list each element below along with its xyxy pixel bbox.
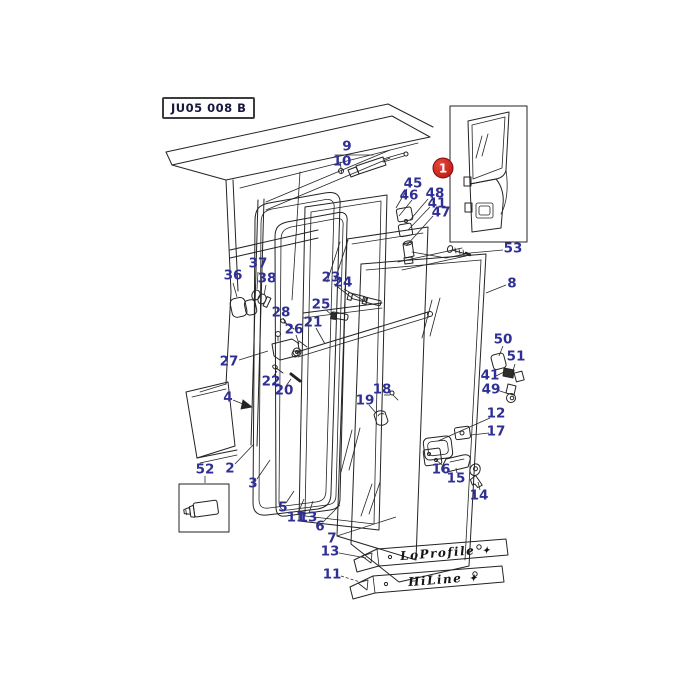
callout-11[interactable]: 11 (322, 566, 342, 583)
callout-51[interactable]: 51 (506, 348, 526, 365)
gas-strut (334, 151, 409, 178)
callout-8[interactable]: 8 (507, 275, 517, 292)
callout-13[interactable]: 13 (320, 543, 340, 560)
decal-strip-hiline: HiLine✦ (349, 565, 505, 600)
callout-23[interactable]: 23 (321, 269, 341, 286)
callout-7[interactable]: 7 (327, 530, 337, 547)
inset-box (449, 105, 528, 243)
callout-26[interactable]: 26 (284, 321, 304, 338)
callout-11[interactable]: 11 (286, 509, 306, 526)
callout-41[interactable]: 41 (480, 367, 500, 384)
callout-27[interactable]: 27 (219, 353, 239, 370)
callout-45[interactable]: 45 (403, 175, 423, 192)
callout-24[interactable]: 24 (333, 274, 353, 291)
callout-6[interactable]: 6 (315, 518, 325, 535)
callout-41[interactable]: 41 (427, 195, 447, 212)
callout-10[interactable]: 10 (332, 153, 352, 170)
tube-box (178, 483, 230, 533)
door-glass-full (350, 247, 487, 583)
callout-52[interactable]: 52 (195, 461, 215, 478)
door-seal-inner (274, 211, 348, 517)
door-seal-outer (252, 192, 341, 516)
key-icon (469, 463, 483, 489)
callout-4[interactable]: 4 (223, 389, 233, 406)
callout-20[interactable]: 20 (274, 382, 294, 399)
leader-lines (204, 168, 516, 583)
top-hinge-parts (395, 206, 415, 265)
decal-strip-loprofile: LoProfile✦ (353, 538, 509, 573)
callout-19[interactable]: 19 (355, 392, 375, 409)
selected-part-badge-label: 1 (438, 161, 448, 175)
callout-21[interactable]: 21 (303, 314, 323, 331)
callout-5[interactable]: 5 (278, 499, 288, 516)
right-hinge-parts (490, 352, 525, 403)
check-strap-parts (373, 390, 399, 426)
callout-48[interactable]: 48 (425, 185, 445, 202)
callout-25[interactable]: 25 (311, 296, 331, 313)
callout-46[interactable]: 46 (399, 187, 419, 204)
callout-50[interactable]: 50 (493, 331, 513, 348)
callout-12[interactable]: 12 (486, 405, 506, 422)
callout-2[interactable]: 2 (225, 460, 235, 477)
callout-47[interactable]: 47 (431, 204, 451, 221)
callout-37[interactable]: 37 (248, 255, 268, 272)
doc-code-label: JU05 008 B (162, 97, 256, 119)
callout-3[interactable]: 3 (248, 475, 258, 492)
callout-18[interactable]: 18 (372, 381, 392, 398)
callout-9[interactable]: 9 (342, 138, 352, 155)
callout-14[interactable]: 14 (469, 487, 489, 504)
selected-part-badge[interactable]: 1 (432, 157, 454, 179)
callout-13[interactable]: 13 (298, 509, 318, 526)
callout-38[interactable]: 38 (257, 270, 277, 287)
callout-28[interactable]: 28 (271, 304, 291, 321)
callout-36[interactable]: 36 (223, 267, 243, 284)
callout-49[interactable]: 49 (481, 381, 501, 398)
decal-text-loprofile: LoProfile✦ (399, 542, 491, 563)
left-hinge-parts (229, 289, 272, 318)
screw-53 (446, 245, 472, 257)
handle-lock-parts (422, 425, 483, 489)
decal-text-hiline: HiLine✦ (407, 570, 478, 589)
callout-16[interactable]: 16 (431, 461, 451, 478)
cab-frame (165, 103, 434, 464)
callout-17[interactable]: 17 (486, 423, 506, 440)
callout-15[interactable]: 15 (446, 470, 466, 487)
callout-53[interactable]: 53 (503, 240, 523, 257)
callout-22[interactable]: 22 (261, 373, 281, 390)
